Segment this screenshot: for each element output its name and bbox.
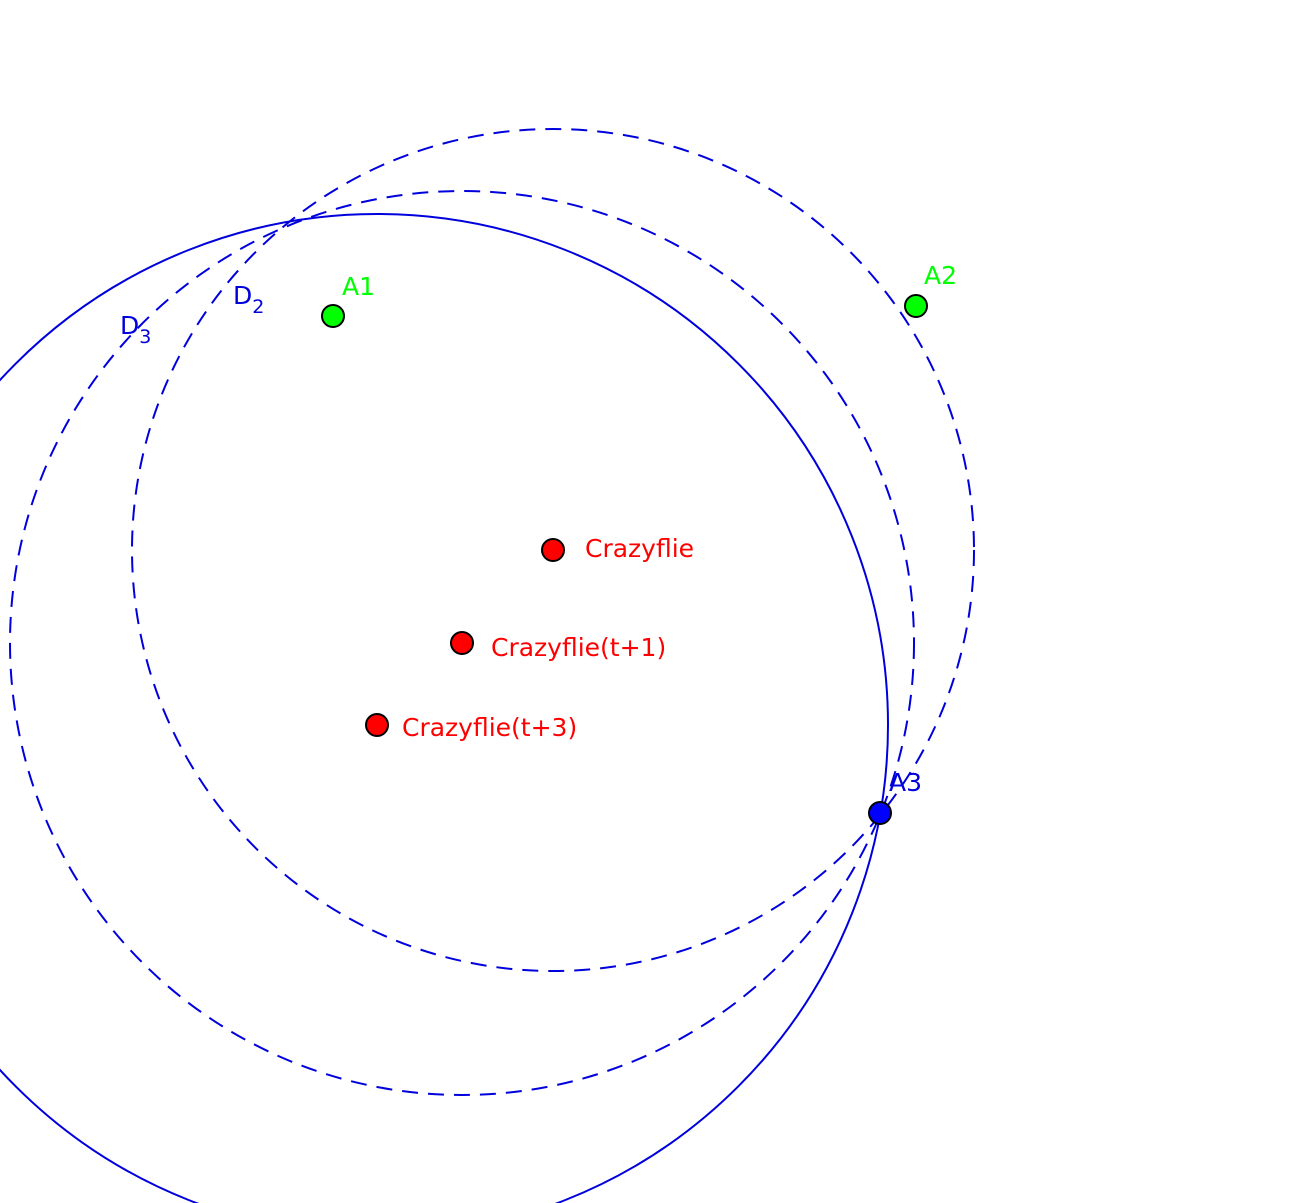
anchor-label-a3: A3 xyxy=(889,768,922,797)
distance-circle-current xyxy=(131,128,975,972)
crazyflie-label: Crazyflie xyxy=(585,534,694,563)
anchor-point-a3 xyxy=(868,801,892,825)
distance-circle-d2 xyxy=(9,190,915,1096)
anchor-label-a1: A1 xyxy=(342,272,375,301)
anchor-point-a2 xyxy=(904,294,928,318)
crazyflie-point xyxy=(541,538,565,562)
circle-label-d2: D2 xyxy=(233,281,264,318)
crazyflie-t3-label: Crazyflie(t+3) xyxy=(402,713,577,742)
anchor-label-a2: A2 xyxy=(924,261,957,290)
crazyflie-t1-point xyxy=(450,631,474,655)
crazyflie-t3-point xyxy=(365,713,389,737)
distance-circle-d3 xyxy=(0,213,889,1203)
crazyflie-t1-label: Crazyflie(t+1) xyxy=(491,633,666,662)
circle-label-d3: D3 xyxy=(120,311,151,348)
anchor-point-a1 xyxy=(321,304,345,328)
